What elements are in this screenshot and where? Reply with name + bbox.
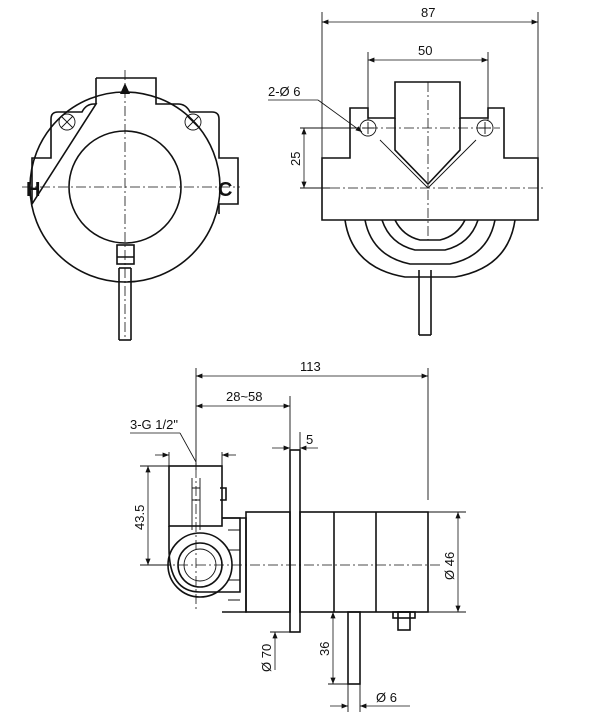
dim-overall-depth: 113: [300, 359, 321, 374]
dim-height: 25: [288, 152, 303, 166]
dim-holes: 2-Ø 6: [268, 84, 301, 99]
inlet-fitting: [168, 465, 223, 527]
dim-hole-spacing: 50: [418, 43, 432, 58]
dim-lever-diameter: Ø 6: [376, 690, 397, 705]
front-bracket: [31, 77, 239, 214]
dim-inlet-height: 43.5: [132, 505, 147, 530]
dim-adjust-range: 28~58: [226, 389, 263, 404]
dim-plate-thickness: 5: [306, 432, 313, 447]
screw-hole-left: [58, 113, 76, 131]
screw-hole-right: [184, 113, 202, 131]
handle-body: [299, 511, 429, 613]
cold-label: C: [218, 179, 232, 201]
side-view: 87 50 2-Ø 6 25: [268, 5, 545, 336]
front-lever-hub: [116, 244, 135, 265]
dim-thread: 3-G 1/2": [130, 417, 178, 432]
wall-plate: [289, 449, 301, 633]
handle-knob: [397, 611, 411, 631]
section-view: 113 28~58 3-G 1/2" 5: [130, 359, 466, 712]
front-view: H C: [22, 70, 240, 341]
dim-body-diameter: Ø 46: [442, 552, 457, 580]
up-arrow-icon: [120, 83, 130, 94]
lever: [347, 611, 361, 685]
dim-plate-diameter: Ø 70: [259, 644, 274, 672]
hot-label: H: [26, 179, 40, 201]
dim-overall-width: 87: [421, 5, 435, 20]
side-body: [321, 81, 539, 221]
dim-lever-height: 36: [317, 642, 332, 656]
